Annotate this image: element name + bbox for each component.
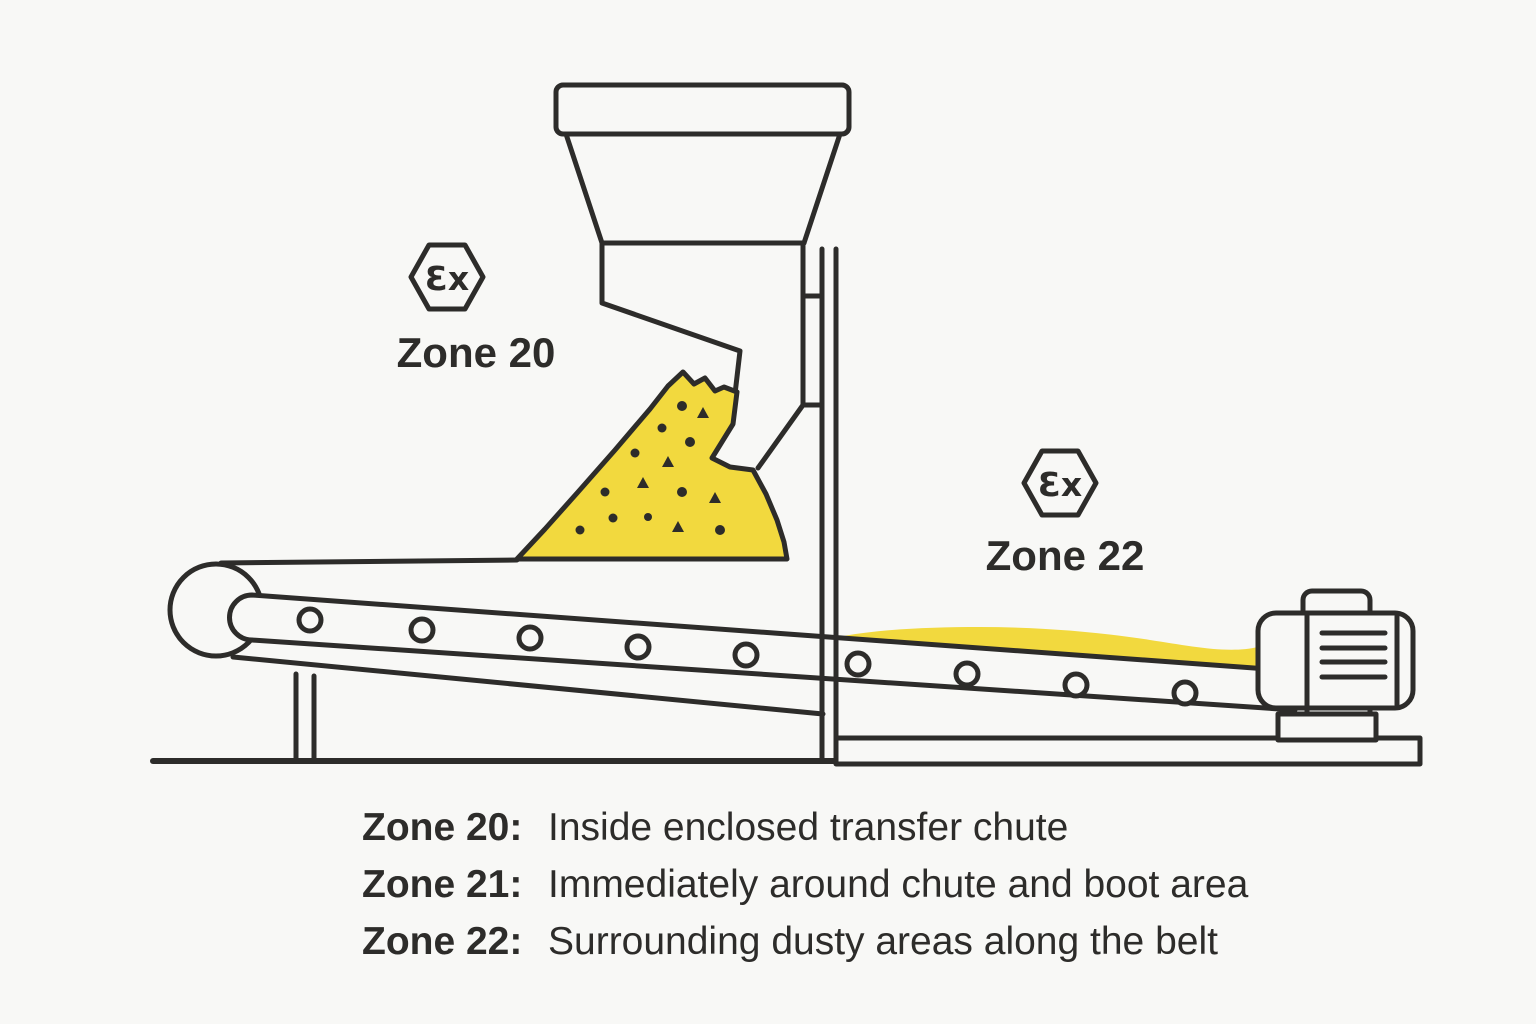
ex-hexagon-icon — [1021, 448, 1099, 518]
speckle-triangle — [709, 492, 721, 503]
motor-pedestal — [1275, 711, 1379, 743]
ex-symbol-text: Ɛx — [1038, 465, 1082, 504]
legend-description: Inside enclosed transfer chute — [548, 806, 1068, 849]
speckle-dot — [575, 525, 585, 535]
speckle-dot — [677, 487, 687, 497]
speckle-dot — [715, 525, 725, 535]
legend-term: Zone 22: — [362, 920, 522, 963]
conveyor-belt — [227, 592, 1298, 713]
roller — [1062, 671, 1090, 699]
legend-item-zone21: Zone 21: Immediately around chute and bo… — [362, 863, 1249, 906]
roller — [516, 624, 544, 652]
speckle-triangle — [637, 477, 649, 488]
roller — [296, 606, 324, 634]
hopper-top — [553, 82, 852, 137]
legend-term: Zone 20: — [362, 806, 522, 849]
motor-cooling-fins — [1319, 630, 1388, 680]
speckle-triangle — [672, 521, 684, 532]
roller — [844, 650, 872, 678]
legend: Zone 20: Inside enclosed transfer chute … — [362, 806, 1249, 963]
roller — [1171, 679, 1199, 707]
chute-left-wall — [599, 240, 743, 397]
speckle-dot — [677, 401, 687, 411]
zone22-marker: Ɛx Zone 22 — [986, 448, 1145, 579]
speckle-dot — [630, 448, 640, 458]
conveyor-frame — [218, 557, 826, 764]
hopper-chute — [553, 82, 852, 471]
zone20-label: Zone 20 — [397, 329, 556, 376]
belt-rollers — [296, 606, 1199, 707]
ex-hexagon-icon — [408, 242, 486, 312]
hopper-funnel-left — [563, 131, 605, 246]
dust-pile — [514, 369, 790, 562]
legend-item-zone22: Zone 22: Surrounding dusty areas along t… — [362, 920, 1218, 963]
roller — [624, 633, 652, 661]
legend-description: Surrounding dusty areas along the belt — [548, 920, 1218, 963]
roller — [953, 660, 981, 688]
roller — [408, 616, 436, 644]
legend-item-zone20: Zone 20: Inside enclosed transfer chute — [362, 806, 1068, 849]
dust-speckles — [575, 401, 725, 535]
zone22-label: Zone 22 — [986, 532, 1145, 579]
ex-symbol-text: Ɛx — [425, 259, 469, 298]
hopper-funnel-right — [801, 131, 843, 246]
support-post — [819, 246, 839, 764]
speckle-triangle — [662, 456, 674, 467]
speckle-dot — [608, 513, 618, 523]
zone20-marker: Ɛx Zone 20 — [397, 242, 556, 376]
return-belt-line — [230, 654, 826, 717]
roller — [732, 641, 760, 669]
speckle-dot — [685, 437, 695, 447]
loading-skirt-line — [218, 557, 520, 566]
dust-pile-shape — [514, 369, 790, 562]
speckle-dot — [657, 423, 667, 433]
speckle-triangle — [697, 407, 709, 418]
legend-term: Zone 21: — [362, 863, 522, 906]
speckle-dot — [644, 513, 652, 521]
legend-description: Immediately around chute and boot area — [548, 863, 1249, 906]
drive-motor — [1255, 588, 1416, 743]
speckle-dot — [600, 487, 610, 497]
